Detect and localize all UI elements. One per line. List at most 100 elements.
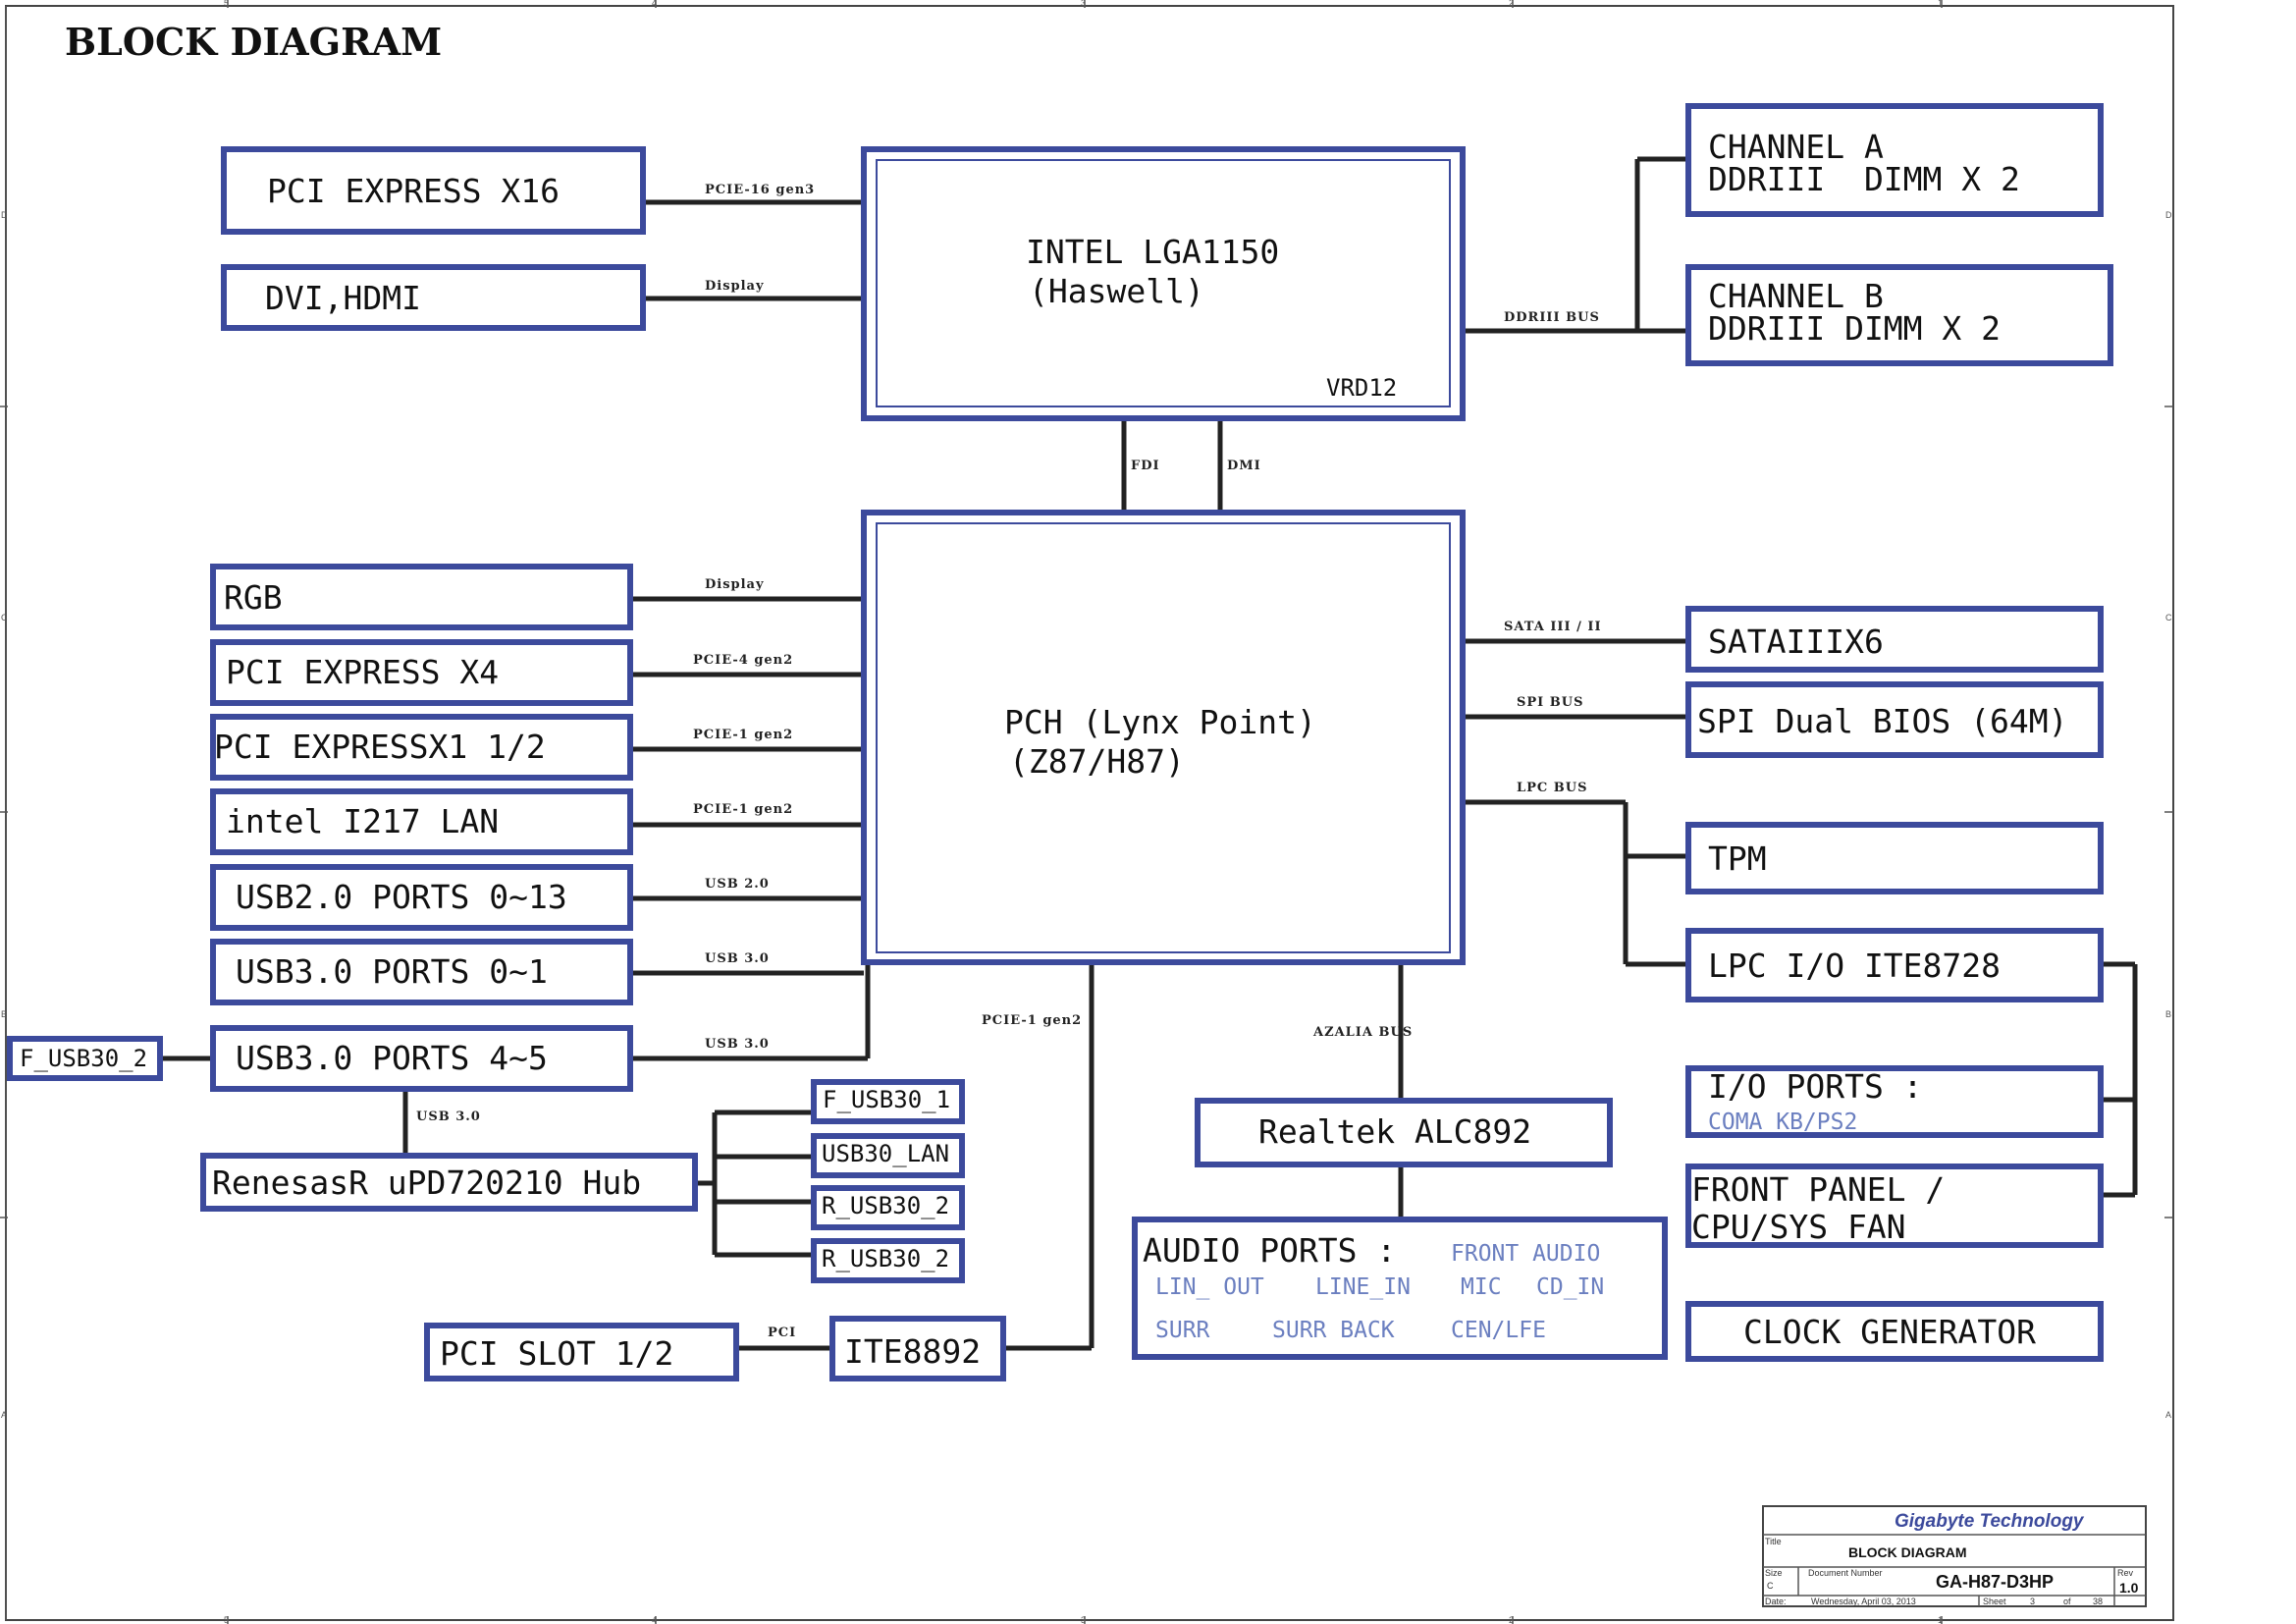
block-label: FRONT PANEL / <box>1691 1170 1945 1209</box>
block-label: PCI EXPRESSX1 1/2 <box>214 728 546 766</box>
pch-model: (Z87/H87) <box>1009 742 1185 781</box>
margin-letter: B <box>1 1009 7 1019</box>
page-title: BLOCK DIAGRAM <box>65 20 442 64</box>
title-label: Title <box>1765 1537 1782 1546</box>
tpm-block: TPM <box>1685 822 2104 894</box>
cpu-name: INTEL LGA1150 <box>1026 233 1279 271</box>
block-label: I/O PORTS : <box>1708 1067 1923 1106</box>
cpu-codename: (Haswell) <box>1029 272 1204 310</box>
bus-label: Display <box>705 577 765 592</box>
margin-letter: D <box>2165 210 2172 220</box>
usb2-block: USB2.0 PORTS 0~13 <box>210 864 633 931</box>
bus-label: USB 3.0 <box>705 951 770 966</box>
pch-name: PCH (Lynx Point) <box>1004 703 1316 741</box>
audio-port-label: SURR <box>1155 1318 1210 1343</box>
company-name: Gigabyte Technology <box>1895 1511 2085 1532</box>
bus-label: PCIE-4 gen2 <box>693 653 793 668</box>
sheet-label: Sheet <box>1983 1597 2006 1606</box>
bus-labels: PCIE-16 gen3 Display DDRIII BUS FDI DMI … <box>416 183 1601 1340</box>
block-label: CHANNEL A <box>1708 128 1884 166</box>
usb3-4-5-block: USB3.0 PORTS 4~5 <box>210 1025 633 1092</box>
pcie-x1-block: PCI EXPRESSX1 1/2 <box>210 714 633 781</box>
dvi-hdmi-block: DVI,HDMI <box>221 264 646 331</box>
realtek-block: Realtek ALC892 <box>1195 1098 1613 1167</box>
margin-number: 3 <box>1081 0 1086 8</box>
margin-number: 5 <box>224 0 229 8</box>
block-label: CHANNEL B <box>1708 277 1884 315</box>
bus-label: PCIE-16 gen3 <box>705 183 815 197</box>
channel-b-block: CHANNEL B DDRIII DIMM X 2 <box>1685 264 2113 366</box>
bus-label: USB 2.0 <box>705 877 770 892</box>
margin-number: 4 <box>652 1615 657 1624</box>
connection-wires <box>160 156 2138 1351</box>
block-label: PCI EXPRESS X4 <box>226 653 499 691</box>
block-label: SPI Dual BIOS (64M) <box>1697 702 2068 740</box>
audio-ports-block: AUDIO PORTS : FRONT AUDIO LIN_ OUT LINE_… <box>1132 1217 1668 1360</box>
hub-port-r-usb30-2: R_USB30_2 <box>811 1185 965 1230</box>
block-label: Realtek ALC892 <box>1258 1112 1531 1151</box>
hub-port-usb30-lan: USB30_LAN <box>811 1133 965 1178</box>
audio-port-label: CEN/LFE <box>1451 1318 1546 1343</box>
margin-letter: A <box>1 1410 7 1420</box>
sheet-frame <box>0 0 2174 1624</box>
spi-bios-block: SPI Dual BIOS (64M) <box>1685 681 2104 758</box>
margin-number: 5 <box>224 1615 229 1624</box>
hub-block: RenesasR uPD720210 Hub <box>200 1153 698 1212</box>
block-label: DDRIII DIMM X 2 <box>1708 309 2001 348</box>
audio-port-label: LINE_IN <box>1315 1274 1411 1300</box>
docnum-value: GA-H87-D3HP <box>1936 1572 2054 1592</box>
block-label: RenesasR uPD720210 Hub <box>212 1164 641 1202</box>
block-label: F_USB30_1 <box>823 1086 950 1113</box>
block-label: USB3.0 PORTS 4~5 <box>236 1039 548 1077</box>
margin-letter: C <box>1 613 8 623</box>
lan-block: intel I217 LAN <box>210 788 633 855</box>
margin-letter: B <box>2165 1009 2171 1019</box>
bus-label: LPC BUS <box>1517 781 1588 795</box>
hub-port-r-usb30-2-b: R_USB30_2 <box>811 1238 965 1283</box>
audio-port-label: LIN_ OUT <box>1155 1274 1264 1300</box>
title-block: Gigabyte Technology Title BLOCK DIAGRAM … <box>1762 1505 2147 1607</box>
margin-number: 1 <box>1938 1615 1943 1624</box>
block-label: TPM <box>1708 839 1767 878</box>
bus-label: PCI <box>768 1326 796 1340</box>
bus-label: Display <box>705 279 765 294</box>
block-label: LPC I/O ITE8728 <box>1708 947 2001 985</box>
block-label: PCI SLOT 1/2 <box>440 1334 673 1373</box>
margin-number: 2 <box>1509 1615 1514 1624</box>
bus-label: FDI <box>1131 459 1160 473</box>
audio-port-label: CD_IN <box>1536 1274 1604 1300</box>
margin-number: 2 <box>1509 0 1514 8</box>
cpu-block: INTEL LGA1150 (Haswell) VRD12 <box>861 146 1466 421</box>
cpu-vrd: VRD12 <box>1326 374 1397 402</box>
lpc-io-block: LPC I/O ITE8728 <box>1685 928 2104 1002</box>
bus-label: PCIE-1 gen2 <box>982 1013 1082 1028</box>
block-label: AUDIO PORTS : <box>1143 1231 1396 1270</box>
of-label: of <box>2063 1597 2071 1606</box>
block-label: CLOCK GENERATOR <box>1743 1313 2036 1351</box>
block-sublabel: COMA KB/PS2 <box>1708 1110 1857 1135</box>
rev-value: 1.0 <box>2119 1580 2139 1596</box>
bus-label: DMI <box>1227 459 1261 473</box>
block-label: USB3.0 PORTS 0~1 <box>236 952 548 991</box>
block-label: F_USB30_2 <box>20 1045 147 1072</box>
rev-label: Rev <box>2117 1568 2134 1578</box>
margin-number: 4 <box>652 0 657 8</box>
bus-label: DDRIII BUS <box>1504 310 1600 325</box>
audio-port-label: SURR BACK <box>1272 1318 1395 1343</box>
pcie-x4-block: PCI EXPRESS X4 <box>210 639 633 706</box>
block-label: ITE8892 <box>844 1332 981 1371</box>
block-label: DDRIII DIMM X 2 <box>1708 160 2020 198</box>
audio-port-label: FRONT AUDIO <box>1451 1241 1600 1267</box>
size-label: Size <box>1765 1568 1783 1578</box>
bus-label: AZALIA BUS <box>1312 1025 1413 1040</box>
f-usb30-2-block: F_USB30_2 <box>7 1036 163 1081</box>
block-label: intel I217 LAN <box>226 802 499 840</box>
margin-number: 1 <box>1938 0 1943 8</box>
block-label: R_USB30_2 <box>822 1245 949 1272</box>
pcie-x16-block: PCI EXPRESS X16 <box>221 146 646 235</box>
pci-slot-block: PCI SLOT 1/2 <box>424 1323 739 1381</box>
bus-label: PCIE-1 gen2 <box>693 802 793 817</box>
rgb-block: RGB <box>210 564 633 630</box>
of-value: 38 <box>2093 1597 2103 1606</box>
